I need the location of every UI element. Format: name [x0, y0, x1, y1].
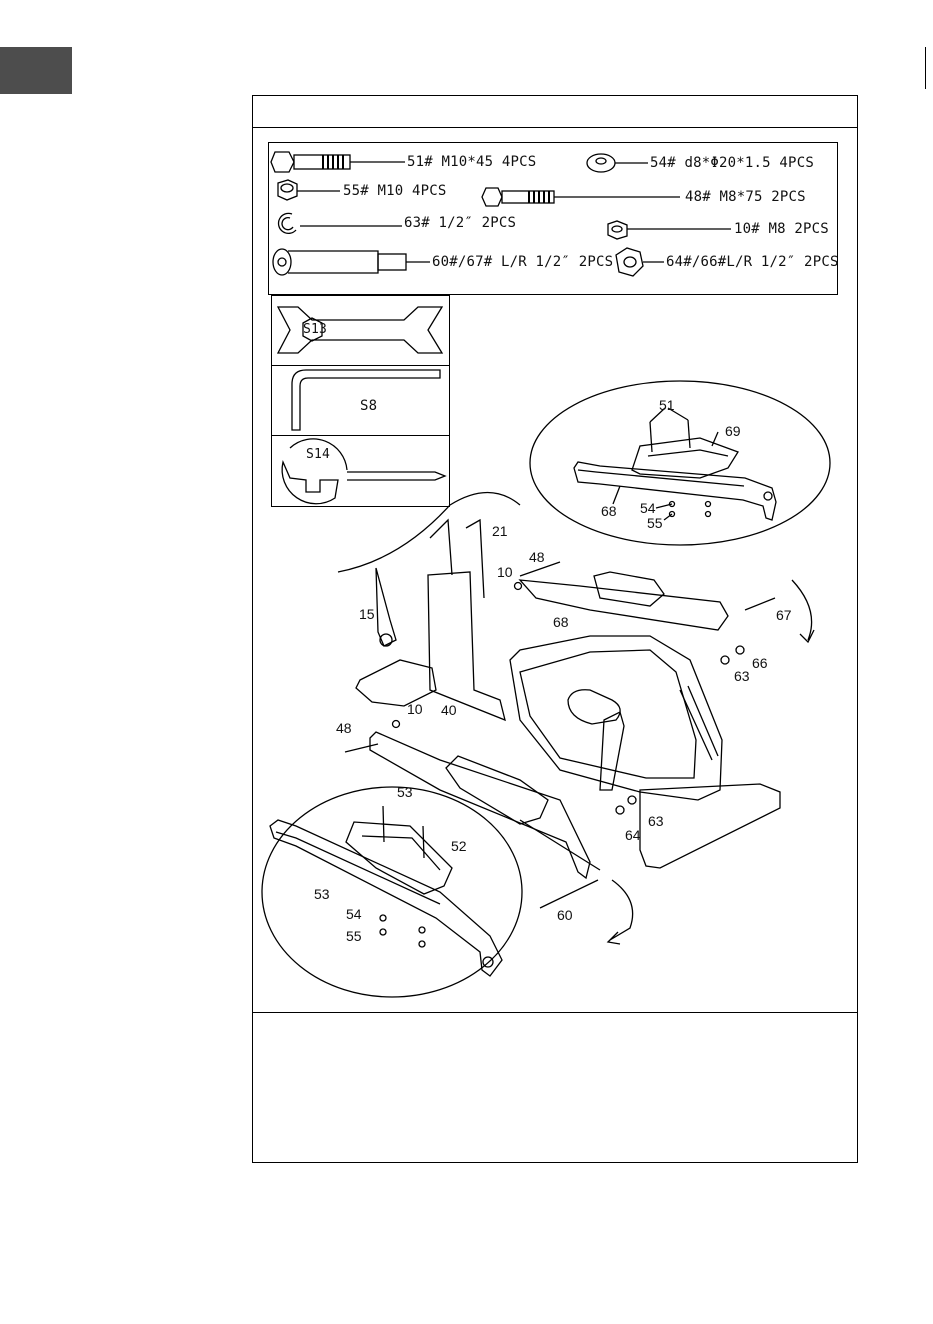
hardware-label-48: 48# M8*75 2PCS — [685, 189, 806, 205]
callout-48-top: 48 — [529, 549, 545, 565]
callout-67: 67 — [776, 607, 792, 623]
callout-55-detail: 55 — [647, 515, 663, 531]
hardware-label-51: 51# M10*45 4PCS — [407, 154, 536, 170]
snap-ring-63-icon — [279, 213, 402, 233]
callout-64: 64 — [625, 827, 641, 843]
callout-63-right: 63 — [734, 668, 750, 684]
nut-64-icon — [616, 248, 664, 276]
callout-10-top: 10 — [497, 564, 513, 580]
callout-53: 53 — [397, 784, 413, 800]
callout-63: 63 — [648, 813, 664, 829]
pedal-arm-53-detail — [270, 806, 502, 976]
callout-53-detail: 53 — [314, 886, 330, 902]
rotate-arrow-icon — [608, 880, 633, 944]
elliptical-main-frame — [338, 493, 780, 879]
hardware-label-55: 55# M10 4PCS — [343, 183, 447, 199]
callout-51: 51 — [659, 397, 675, 413]
hardware-label-64-66: 64#/66#L/R 1/2″ 2PCS — [666, 254, 839, 270]
hardware-label-54: 54# d8*Φ20*1.5 4PCS — [650, 155, 814, 171]
callout-54: 54 — [346, 906, 362, 922]
callout-69: 69 — [725, 423, 741, 439]
callout-66: 66 — [752, 655, 768, 671]
rotate-arrow-icon — [792, 580, 814, 642]
nut-55-icon — [278, 180, 340, 200]
axle-60-icon — [273, 249, 430, 275]
callout-68: 68 — [553, 614, 569, 630]
pedal-detail-oval-left — [262, 787, 522, 997]
callout-54-detail: 54 — [640, 500, 656, 516]
callout-40: 40 — [441, 702, 457, 718]
tool-label-s8: S8 — [360, 398, 377, 414]
callout-60: 60 — [557, 907, 573, 923]
pedal-detail-oval-right — [530, 381, 830, 545]
callout-68-detail: 68 — [601, 503, 617, 519]
bolt-48-icon — [482, 188, 680, 206]
hardware-label-60-67: 60#/67# L/R 1/2″ 2PCS — [432, 254, 613, 270]
callout-10-left: 10 — [407, 701, 423, 717]
tool-label-s14: S14 — [306, 447, 330, 462]
callout-48-left: 48 — [336, 720, 352, 736]
hardware-label-10: 10# M8 2PCS — [734, 221, 829, 237]
callout-15: 15 — [359, 606, 375, 622]
washer-54-icon — [587, 154, 648, 172]
tool-label-s13: S13 — [303, 322, 327, 337]
callout-55: 55 — [346, 928, 362, 944]
callout-leaders-right — [613, 408, 718, 520]
hardware-label-63: 63# 1/2″ 2PCS — [404, 215, 516, 231]
callout-21: 21 — [492, 523, 508, 539]
callout-52: 52 — [451, 838, 467, 854]
nut-10-icon — [608, 221, 731, 239]
